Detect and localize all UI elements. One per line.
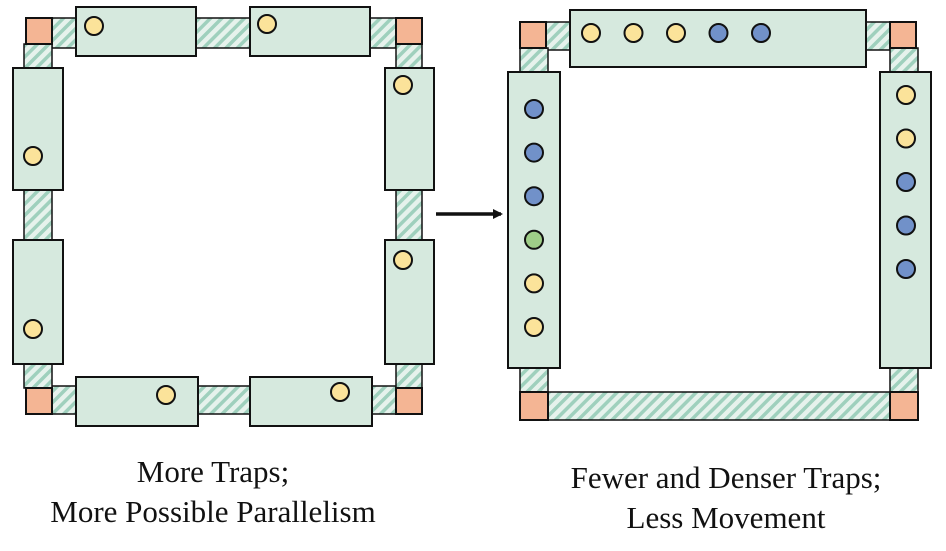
transport-channel bbox=[395, 363, 423, 389]
ion-green bbox=[524, 229, 544, 250]
junction-top-left bbox=[519, 21, 547, 49]
junction-top-right bbox=[889, 21, 917, 49]
ion-yellow bbox=[330, 382, 350, 402]
transport-channel bbox=[395, 43, 423, 69]
ion-blue bbox=[896, 215, 916, 236]
transport-channel bbox=[889, 47, 919, 73]
ion-yellow bbox=[84, 16, 104, 36]
right-junctions bbox=[519, 21, 919, 421]
transport-channel-bottom bbox=[547, 391, 891, 421]
junction-top-left bbox=[25, 17, 53, 45]
ion-yellow bbox=[524, 317, 544, 337]
trap-zone bbox=[75, 376, 199, 427]
left-diagram bbox=[12, 6, 435, 427]
ion-blue bbox=[708, 23, 729, 43]
transport-channel bbox=[197, 385, 251, 415]
junction-bottom-right bbox=[395, 387, 423, 415]
left-transport-channels bbox=[23, 17, 423, 415]
caption-left: More Traps; More Possible Parallelism bbox=[0, 452, 426, 532]
transport-channel bbox=[371, 385, 397, 415]
ion-yellow bbox=[623, 23, 644, 43]
caption-right-line2: Less Movement bbox=[626, 500, 826, 535]
ion-yellow bbox=[393, 75, 413, 95]
trap-zone bbox=[249, 376, 373, 427]
ion-yellow bbox=[156, 385, 176, 405]
transport-channel bbox=[23, 43, 53, 69]
transport-channel bbox=[395, 189, 423, 241]
trap-zone bbox=[12, 239, 64, 365]
ion-blue bbox=[751, 23, 771, 43]
transport-channel bbox=[369, 17, 397, 49]
caption-left-line2: More Possible Parallelism bbox=[50, 494, 376, 529]
ion-yellow bbox=[896, 85, 916, 105]
ion-yellow bbox=[393, 250, 413, 270]
left-ions bbox=[23, 14, 413, 405]
right-diagram bbox=[507, 9, 932, 421]
ion-blue bbox=[896, 172, 916, 192]
left-junctions bbox=[25, 17, 423, 415]
ion-yellow bbox=[23, 146, 43, 166]
ion-yellow bbox=[666, 23, 686, 43]
ion-yellow bbox=[23, 319, 43, 339]
ion-yellow bbox=[896, 128, 916, 149]
junction-bottom-left bbox=[519, 391, 549, 421]
right-traps bbox=[507, 9, 932, 369]
caption-right: Fewer and Denser Traps; Less Movement bbox=[506, 458, 946, 538]
ion-yellow bbox=[257, 14, 277, 34]
ion-yellow bbox=[524, 273, 544, 294]
caption-left-line1: More Traps; bbox=[136, 454, 290, 489]
ion-blue bbox=[524, 99, 544, 119]
transport-channel bbox=[519, 367, 549, 393]
transport-channel bbox=[865, 21, 891, 51]
transport-channel bbox=[23, 363, 53, 389]
transport-channel bbox=[545, 21, 571, 51]
trap-zone-left bbox=[507, 71, 561, 369]
left-traps bbox=[12, 6, 435, 427]
caption-right-line1: Fewer and Denser Traps; bbox=[570, 460, 882, 495]
transport-channel bbox=[51, 385, 77, 415]
junction-bottom-left bbox=[25, 387, 53, 415]
ion-blue bbox=[524, 142, 544, 163]
transport-channel bbox=[51, 17, 77, 49]
transport-channel bbox=[519, 47, 549, 73]
trap-zone bbox=[12, 67, 64, 191]
ion-blue bbox=[896, 259, 916, 279]
transport-channel bbox=[195, 17, 251, 49]
ion-yellow bbox=[581, 23, 601, 43]
right-ions bbox=[524, 23, 916, 337]
junction-top-right bbox=[395, 17, 423, 45]
right-transport-channels bbox=[519, 21, 919, 421]
transport-channel bbox=[23, 189, 53, 241]
junction-bottom-right bbox=[889, 391, 919, 421]
ion-blue bbox=[524, 186, 544, 207]
transport-channel bbox=[889, 367, 919, 393]
